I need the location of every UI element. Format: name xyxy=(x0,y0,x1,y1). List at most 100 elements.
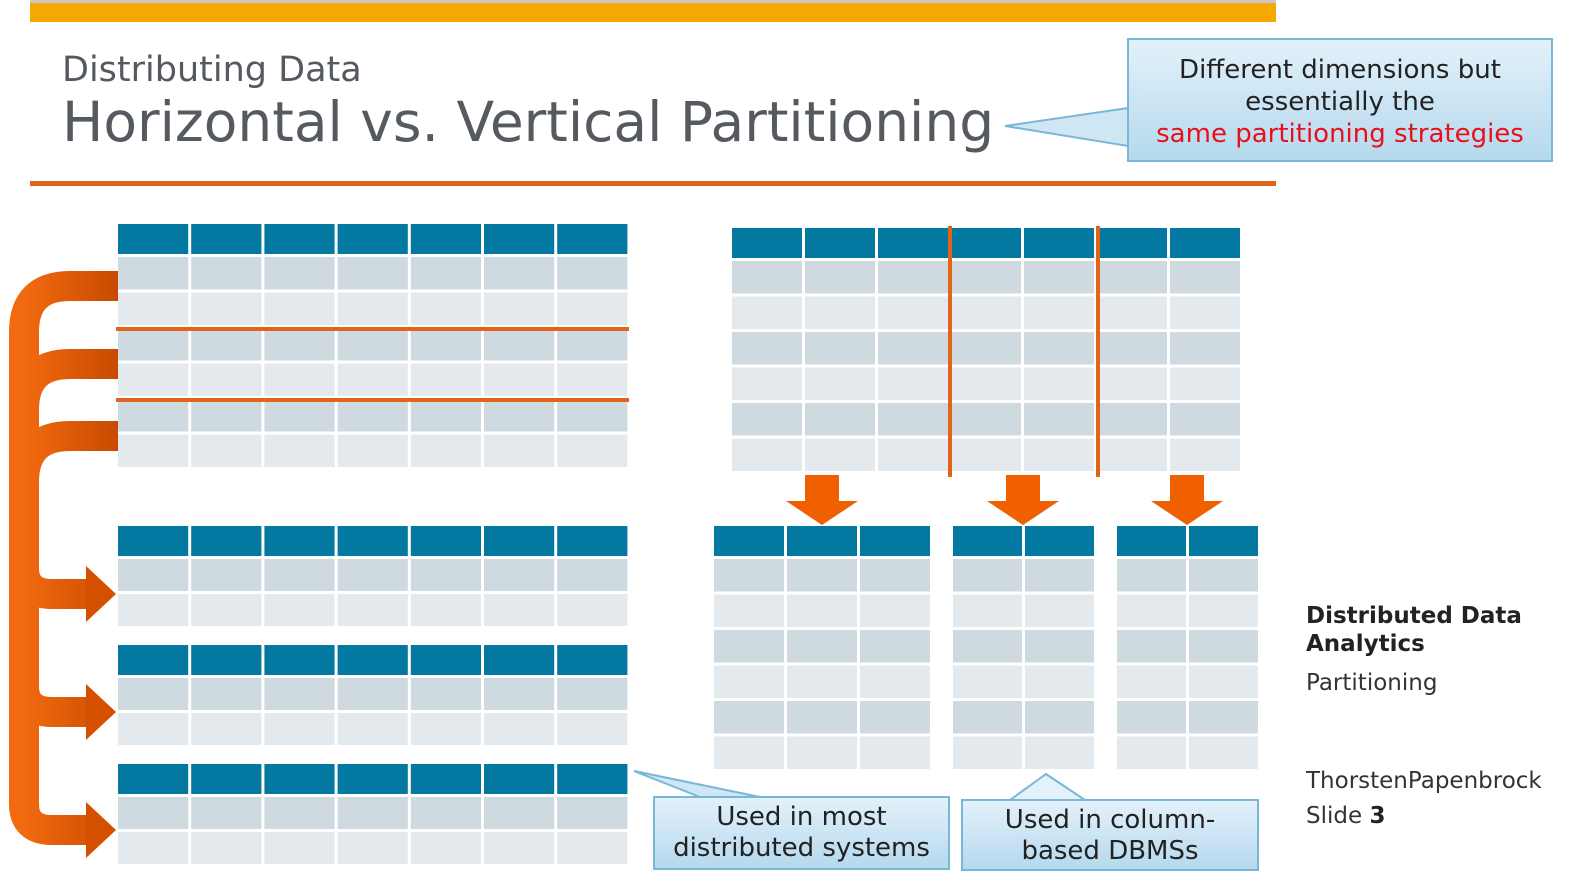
callout-horizontal: Used in most distributed systems xyxy=(653,796,950,870)
table-cell xyxy=(264,363,335,396)
table-cell xyxy=(484,328,555,361)
table-cell xyxy=(1189,736,1258,769)
table-header-cell xyxy=(557,526,628,556)
horizontal-partition-2 xyxy=(118,645,628,745)
table-cell xyxy=(410,328,481,361)
table-cell xyxy=(191,713,262,745)
table-cell xyxy=(337,257,408,290)
table-cell xyxy=(484,594,555,626)
course-title-text: Distributed Data Analytics xyxy=(1306,603,1522,657)
table-header-cell xyxy=(953,526,1022,556)
table-cell xyxy=(191,434,262,467)
table-cell xyxy=(1189,559,1258,592)
table-header-cell xyxy=(191,224,262,254)
table-cell xyxy=(714,594,784,627)
table-cell xyxy=(878,296,948,329)
table-header-cell xyxy=(557,645,628,675)
callout-bottom-left-pointer xyxy=(633,770,761,798)
table-cell xyxy=(557,797,628,829)
table-cell xyxy=(557,328,628,361)
table-header-cell xyxy=(191,645,262,675)
table-cell xyxy=(1117,736,1186,769)
table-cell xyxy=(337,832,408,864)
down-arrow-icon xyxy=(987,475,1059,525)
table-cell xyxy=(264,678,335,710)
table-cell xyxy=(410,594,481,626)
table-cell xyxy=(264,257,335,290)
vertical-partition-3 xyxy=(1117,526,1258,769)
table-cell xyxy=(1097,296,1167,329)
table-cell xyxy=(337,363,408,396)
table-cell xyxy=(1189,630,1258,663)
table-cell xyxy=(191,559,262,591)
table-cell xyxy=(878,332,948,365)
table-header-cell xyxy=(484,764,555,794)
table-cell xyxy=(860,736,930,769)
table-cell xyxy=(264,832,335,864)
callout-top: Different dimensions but essentially the… xyxy=(1127,38,1553,162)
table-cell xyxy=(1170,403,1240,436)
table-cell xyxy=(264,292,335,325)
table-cell xyxy=(878,367,948,400)
curved-arrow-icon xyxy=(9,421,118,845)
course-title: Distributed Data Analytics xyxy=(1306,602,1546,658)
table-cell xyxy=(410,399,481,432)
table-cell xyxy=(118,559,189,591)
table-cell xyxy=(1024,403,1094,436)
table-cell xyxy=(951,438,1021,471)
table-cell xyxy=(805,367,875,400)
table-header-cell xyxy=(264,224,335,254)
table-cell xyxy=(484,292,555,325)
callout-vertical-line2: based DBMSs xyxy=(1021,836,1199,866)
table-cell xyxy=(732,367,802,400)
table-cell xyxy=(557,678,628,710)
table-cell xyxy=(878,261,948,294)
table-cell xyxy=(787,736,857,769)
vertical-partition-2 xyxy=(953,526,1094,769)
table-header-cell xyxy=(410,224,481,254)
table-cell xyxy=(1024,332,1094,365)
table-cell xyxy=(787,630,857,663)
title-divider xyxy=(30,181,1276,186)
table-cell xyxy=(1117,630,1186,663)
table-cell xyxy=(191,257,262,290)
table-header-cell xyxy=(264,764,335,794)
table-cell xyxy=(337,713,408,745)
table-cell xyxy=(1189,594,1258,627)
table-cell xyxy=(1189,701,1258,734)
table-cell xyxy=(264,594,335,626)
table-header-cell xyxy=(1025,526,1094,556)
table-header-cell xyxy=(951,228,1021,258)
table-header-cell xyxy=(264,526,335,556)
table-cell xyxy=(1025,665,1094,698)
table-header-cell xyxy=(264,645,335,675)
table-cell xyxy=(787,665,857,698)
table-cell xyxy=(860,630,930,663)
table-cell xyxy=(953,630,1022,663)
table-cell xyxy=(951,261,1021,294)
table-cell xyxy=(484,713,555,745)
slide-number: Slide 3 xyxy=(1306,803,1385,829)
table-cell xyxy=(1097,403,1167,436)
table-cell xyxy=(953,594,1022,627)
table-cell xyxy=(1025,594,1094,627)
arrow-head-icon xyxy=(86,802,116,858)
table-cell xyxy=(337,594,408,626)
table-cell xyxy=(805,438,875,471)
table-header-cell xyxy=(118,526,189,556)
table-cell xyxy=(557,832,628,864)
table-cell xyxy=(484,797,555,829)
callout-horizontal-line1: Used in most xyxy=(716,802,887,832)
table-cell xyxy=(557,713,628,745)
table-cell xyxy=(953,665,1022,698)
author-name: ThorstenPapenbrock xyxy=(1306,768,1542,794)
table-cell xyxy=(1117,665,1186,698)
table-cell xyxy=(410,797,481,829)
horizontal-partition-1 xyxy=(118,526,628,626)
table-cell xyxy=(118,399,189,432)
table-cell xyxy=(953,559,1022,592)
table-cell xyxy=(191,678,262,710)
vertical-source-table xyxy=(732,228,1240,471)
slide-number-value: 3 xyxy=(1369,803,1386,829)
table-cell xyxy=(484,559,555,591)
